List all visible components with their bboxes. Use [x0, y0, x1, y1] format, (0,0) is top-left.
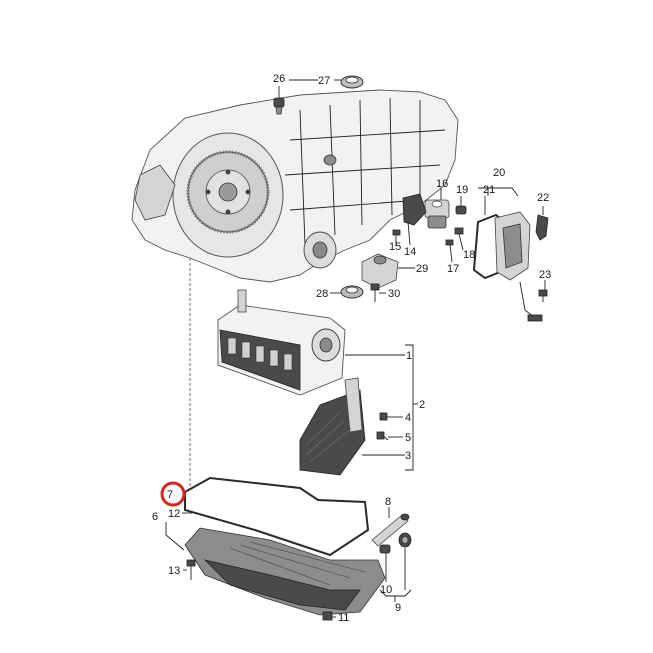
part-10-drain-plug — [379, 544, 391, 582]
part-label-6: 6 — [152, 511, 158, 523]
part-label-30: 30 — [388, 288, 400, 300]
part-1-mechatronic-unit — [217, 289, 346, 396]
part-28-seal — [330, 285, 364, 299]
part-label-10: 10 — [380, 584, 392, 596]
part-17-bolt — [445, 239, 454, 263]
part-27-seal — [334, 75, 364, 89]
part-label-28: 28 — [316, 288, 328, 300]
part-label-27: 27 — [318, 75, 330, 87]
part-label-13: 13 — [168, 565, 180, 577]
part-20-cover — [494, 211, 543, 322]
part-label-16: 16 — [436, 178, 448, 190]
part-11-bolt — [322, 611, 336, 621]
part-20-bracket-right — [488, 187, 519, 197]
part-label-11: 11 — [338, 612, 349, 624]
part-label-9: 9 — [395, 602, 401, 614]
part-label-14: 14 — [404, 246, 416, 258]
part-label-7: 7 — [167, 489, 173, 501]
part-18-bolt — [454, 227, 464, 251]
part-22-clip — [535, 206, 549, 241]
part-label-3: 3 — [405, 450, 411, 462]
part-label-20: 20 — [493, 167, 505, 179]
part-9-drain-plug-seal — [398, 532, 412, 590]
part-label-19: 19 — [456, 184, 468, 196]
part-label-1: 1 — [406, 350, 412, 362]
part-6-bracket — [165, 522, 185, 551]
part-14-sensor-bracket — [402, 193, 427, 246]
part-label-2: 2 — [419, 399, 425, 411]
part-7-highlight-circle — [160, 481, 186, 507]
part-30-bolt — [370, 283, 386, 302]
transmission-housing — [131, 89, 459, 283]
part-2-bracket — [405, 344, 414, 471]
part-label-8: 8 — [385, 496, 391, 508]
part-label-21: 21 — [483, 184, 495, 196]
part-8-tube — [371, 507, 410, 547]
part-19-nut — [455, 196, 467, 215]
part-label-26: 26 — [273, 73, 285, 85]
part-label-15: 15 — [389, 241, 401, 253]
part-label-23: 23 — [539, 269, 551, 281]
part-6-oil-pan — [184, 527, 386, 616]
part-label-22: 22 — [537, 192, 549, 204]
part-9-bracket — [379, 589, 412, 597]
part-26-bolt — [273, 86, 285, 115]
part-23-bolt — [538, 289, 548, 302]
part-4-bolt — [379, 412, 403, 421]
part-5-bolt — [376, 431, 403, 441]
part-label-12: 12 — [168, 508, 180, 520]
part-13-bolt — [183, 559, 196, 580]
part-label-17: 17 — [447, 263, 459, 275]
part-label-29: 29 — [416, 263, 428, 275]
part-16-sensor — [424, 188, 450, 229]
part-7-gasket — [184, 476, 370, 557]
part-3-filter — [299, 377, 366, 476]
part-label-18: 18 — [463, 249, 475, 261]
part-label-4: 4 — [405, 412, 411, 424]
part-label-5: 5 — [405, 432, 411, 444]
part-29-sensor — [361, 253, 415, 289]
